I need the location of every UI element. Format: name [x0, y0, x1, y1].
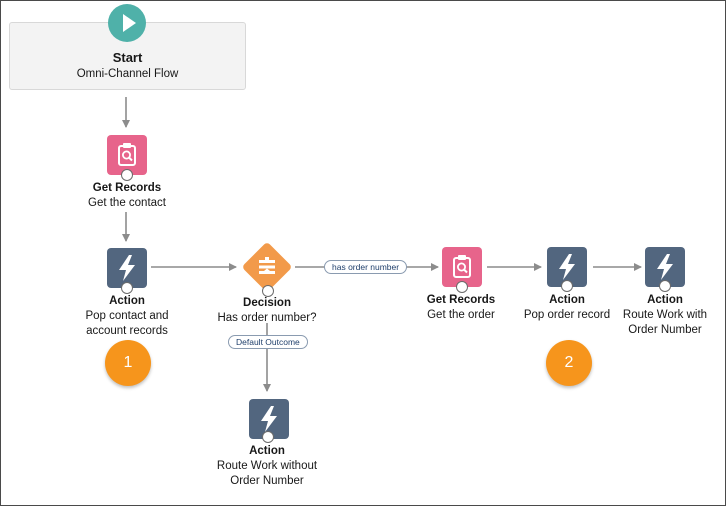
node-subtitle: Has order number?: [217, 312, 317, 324]
node-port[interactable]: [121, 282, 133, 294]
node-port[interactable]: [456, 281, 468, 293]
connector-label-has-order[interactable]: has order number: [324, 260, 408, 274]
node-subtitle: Get the order: [427, 309, 495, 321]
subtitle-line: Order Number: [628, 324, 702, 336]
node-title: Get Records: [92, 182, 162, 194]
connector-label-default-outcome[interactable]: Default Outcome: [228, 335, 308, 349]
node-port[interactable]: [121, 169, 133, 181]
node-subtitle: Pop order record: [523, 309, 611, 321]
record-lookup-icon[interactable]: [442, 247, 482, 287]
subtitle-line: account records: [86, 325, 168, 337]
subtitle-line: Pop contact and: [85, 310, 169, 322]
lightning-bolt-icon[interactable]: [107, 248, 147, 288]
play-icon[interactable]: [108, 4, 146, 42]
node-title: Action: [647, 294, 683, 306]
step-badge-1: 1: [105, 340, 151, 386]
node-title: Action: [549, 294, 585, 306]
node-port[interactable]: [262, 285, 274, 297]
node-port[interactable]: [262, 431, 274, 443]
start-subtitle: Omni-Channel Flow: [76, 68, 179, 80]
start-title: Start: [112, 50, 143, 65]
step-badge-2: 2: [546, 340, 592, 386]
node-title: Get Records: [426, 294, 496, 306]
node-subtitle: Route Work without Order Number: [192, 459, 342, 489]
node-subtitle: Pop contact and account records: [57, 309, 197, 339]
node-title: Action: [249, 445, 285, 457]
node-subtitle: Get the contact: [88, 197, 166, 209]
node-port[interactable]: [561, 280, 573, 292]
node-title: Action: [109, 295, 145, 307]
decision-glyph-icon: [259, 257, 275, 274]
node-title: Decision: [243, 297, 291, 309]
subtitle-line: Order Number: [230, 475, 304, 487]
subtitle-line: Route Work without: [216, 460, 318, 472]
node-subtitle: Route Work with Order Number: [605, 308, 725, 338]
record-lookup-icon[interactable]: [107, 135, 147, 175]
node-port[interactable]: [659, 280, 671, 292]
subtitle-line: Route Work with: [622, 309, 708, 321]
